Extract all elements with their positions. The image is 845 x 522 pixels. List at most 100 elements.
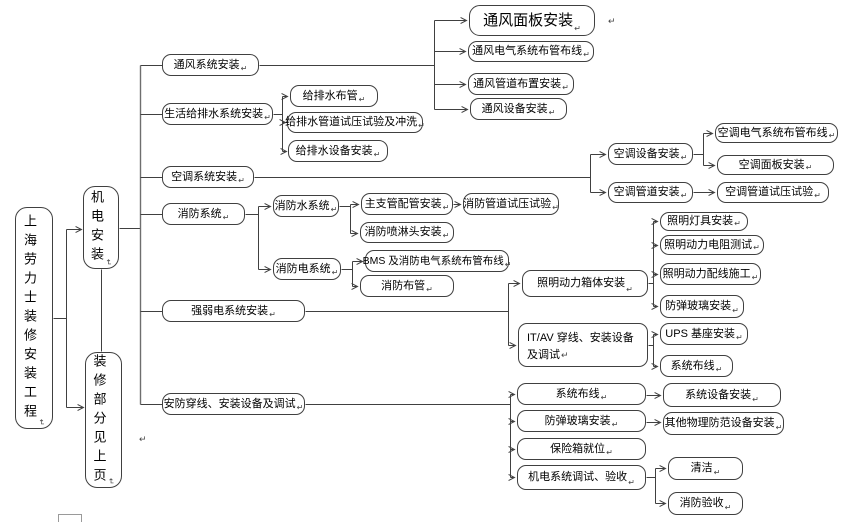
node-label: 系统设备安装: [685, 388, 752, 401]
node-other-physical-security-install[interactable]: 其他物理防范设备安装↵: [663, 412, 784, 435]
node-plumb-pressure-test[interactable]: 给排水管道试压试验及冲洗↵: [285, 112, 425, 133]
node-fire-acceptance[interactable]: 消防验收↵: [668, 492, 743, 515]
paragraph-mark: ↵: [713, 468, 721, 477]
paragraph-mark: ↵: [373, 150, 381, 159]
node-fire-pressure-test[interactable]: 消防管道试压试验↵: [463, 193, 559, 215]
node-label: 给排水管道试压试验及冲洗: [285, 116, 418, 128]
node-label: 生活给排水系统安装: [164, 107, 264, 120]
paragraph-mark: ↵: [552, 203, 559, 212]
node-bulletproof-glass-install-1[interactable]: 防弹玻璃安装↵: [660, 295, 744, 318]
node-label: 通风面板安装: [483, 12, 574, 29]
node-plumbing-system[interactable]: 生活给排水系统安装↵: [162, 103, 273, 125]
node-label: 空调管道安装: [613, 186, 680, 198]
node-fire-water-system[interactable]: 消防水系统↵: [273, 195, 339, 217]
node-label: 消防电系统: [275, 262, 331, 275]
node-fire-main-pipe-install[interactable]: 主支管配管安装↵: [361, 193, 453, 215]
node-hvac-system[interactable]: 空调系统安装↵: [162, 166, 254, 188]
paragraph-mark: ↵: [574, 24, 581, 33]
paragraph-mark: ↵: [426, 285, 433, 294]
paragraph-mark: ↵: [504, 260, 512, 269]
node-label: 空调管道试压试验: [725, 186, 814, 198]
node-bms-fire-electric-wiring[interactable]: BMS 及消防电气系统布管布线↵: [363, 250, 512, 272]
node-fire-piping[interactable]: 消防布管↵: [360, 275, 454, 297]
node-mech-commissioning-acceptance[interactable]: 机电系统调试、验收↵: [517, 465, 646, 490]
node-label: 给排水设备安装: [295, 144, 373, 157]
node-hvac-equipment-install[interactable]: 空调设备安装↵: [608, 143, 693, 165]
node-plumb-piping[interactable]: 给排水布管↵: [290, 85, 378, 107]
paragraph-mark: ↵: [562, 83, 569, 92]
partial-clipped-box[interactable]: [58, 514, 82, 522]
paragraph-mark: ↵: [735, 333, 743, 342]
node-project-root[interactable]: 上海劳力士装修安装工程↵: [15, 207, 53, 429]
paragraph-mark: ↵: [330, 205, 338, 214]
node-bulletproof-glass-install-2[interactable]: 防弹玻璃安装↵: [517, 410, 646, 432]
node-label: 强弱电系统安装: [191, 304, 269, 317]
paragraph-mark: ↵: [331, 268, 339, 277]
node-vent-equipment-install[interactable]: 通风设备安装↵: [470, 98, 567, 120]
node-ventilation-system[interactable]: 通风系统安装↵: [162, 54, 259, 76]
paragraph-mark: ↵: [715, 365, 723, 374]
paragraph-mark: ↵: [628, 478, 635, 487]
node-label: IT/AV 穿线、安装设备及调试: [527, 332, 634, 362]
node-label: 消防喷淋头安装: [364, 226, 442, 238]
node-hvac-electric-wiring[interactable]: 空调电气系统布管布线↵: [715, 123, 838, 143]
paragraph-mark: ↵: [680, 153, 688, 162]
paragraph-mark: ↵: [828, 131, 836, 140]
node-lighting-resistance-test[interactable]: 照明动力电阻测试↵: [660, 235, 764, 255]
node-label: 系统布线: [670, 359, 715, 372]
paragraph-mark: ↵: [805, 163, 813, 172]
node-label: 主支管配管安装: [364, 197, 442, 210]
paragraph-mark: ↵: [418, 121, 425, 130]
node-label: 机电安装: [89, 189, 104, 266]
node-itav-wiring-commissioning[interactable]: IT/AV 穿线、安装设备及调试↵: [518, 323, 648, 367]
paragraph-mark: ↵: [724, 503, 732, 512]
node-system-wiring-1[interactable]: 系统布线↵: [660, 355, 733, 377]
node-label: 防弹玻璃安装: [665, 300, 732, 312]
node-label: 照明动力电阻测试: [664, 238, 753, 251]
node-ups-base-install[interactable]: UPS 基座安装↵: [660, 323, 748, 345]
node-system-wiring-2[interactable]: 系统布线↵: [517, 383, 646, 405]
node-safe-positioning[interactable]: 保险箱就位↵: [517, 438, 646, 460]
node-system-equipment-install[interactable]: 系统设备安装↵: [663, 383, 781, 407]
node-label: 通风电气系统布管布线: [472, 45, 583, 57]
paragraph-mark: ↵: [240, 64, 248, 73]
node-mech-elec-install[interactable]: 机电安装↵: [83, 186, 119, 269]
node-vent-panel-install[interactable]: 通风面板安装↵: [469, 5, 595, 36]
paragraph-mark: ↵: [561, 350, 569, 361]
node-fire-system[interactable]: 消防系统↵: [162, 203, 245, 225]
paragraph-mark: ↵: [106, 478, 116, 485]
node-lighting-power-box-install[interactable]: 照明动力箱体安装↵: [522, 270, 648, 297]
node-label: 通风系统安装: [173, 58, 240, 71]
node-hvac-panel-install[interactable]: 空调面板安装↵: [717, 155, 834, 175]
paragraph-mark: ↵: [583, 50, 590, 59]
paragraph-mark: ↵: [264, 113, 271, 122]
paragraph-mark: ↵: [680, 191, 688, 200]
node-vent-electric-wiring[interactable]: 通风电气系统布管布线↵: [468, 41, 594, 62]
node-electrical-system[interactable]: 强弱电系统安装↵: [162, 300, 305, 322]
paragraph-mark: ↵: [734, 219, 741, 228]
node-label: 空调设备安装: [613, 147, 680, 160]
node-plumb-equipment-install[interactable]: 给排水设备安装↵: [288, 140, 388, 162]
paragraph-mark: ↵: [611, 420, 619, 429]
node-label: 保险箱就位: [550, 442, 606, 455]
node-fire-sprinkler-install[interactable]: 消防喷淋头安装↵: [360, 222, 454, 243]
paragraph-mark: ↵: [37, 419, 46, 426]
node-label: 空调面板安装: [738, 158, 805, 171]
paragraph-mark: ↵: [751, 273, 759, 282]
node-label: 防弹玻璃安装: [544, 414, 611, 427]
paragraph-mark: ↵: [752, 395, 759, 404]
node-hvac-pressure-test[interactable]: 空调管道试压试验↵: [717, 182, 829, 203]
node-lighting-wiring-construction[interactable]: 照明动力配线施工↵: [660, 263, 761, 285]
node-security-wiring[interactable]: 安防穿线、安装设备及调试↵: [162, 393, 305, 415]
paragraph-mark: ↵: [606, 448, 613, 457]
node-lighting-fixtures-install[interactable]: 照明灯具安装↵: [660, 212, 748, 231]
node-vent-duct-install[interactable]: 通风管道布置安装↵: [468, 73, 574, 95]
node-cleaning[interactable]: 清洁↵: [668, 457, 743, 480]
node-hvac-duct-install[interactable]: 空调管道安装↵: [608, 182, 693, 203]
node-label: 系统布线: [555, 387, 600, 400]
node-label: UPS 基座安装: [665, 327, 735, 340]
paragraph-mark: ↵: [139, 434, 147, 444]
node-fire-electric-system[interactable]: 消防电系统↵: [273, 258, 341, 280]
paragraph-mark: ↵: [104, 259, 113, 266]
node-decoration-see-prev-page[interactable]: 装修部分见上页↵: [85, 352, 122, 488]
